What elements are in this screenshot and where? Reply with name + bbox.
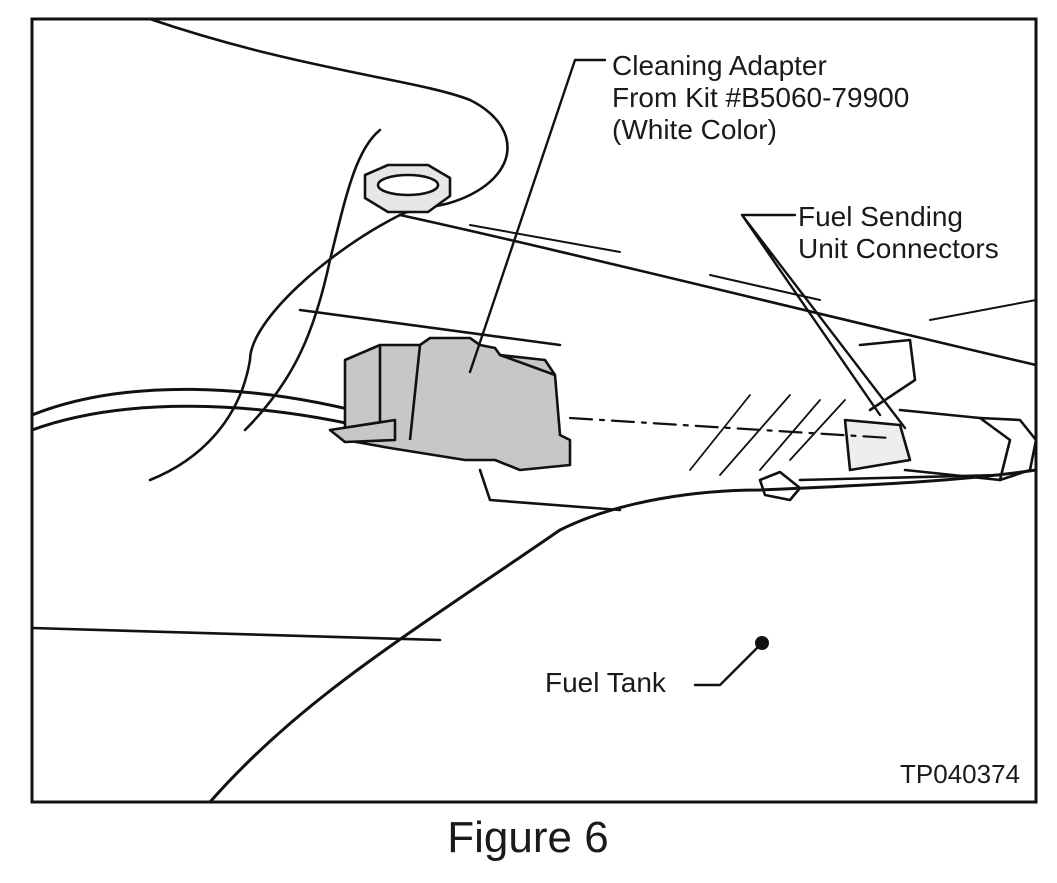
- adapter-label-line3: (White Color): [612, 114, 777, 145]
- tank-label: Fuel Tank: [545, 667, 667, 698]
- body-panel-outline: [148, 17, 509, 217]
- fuel-tank-outline: [208, 468, 1038, 804]
- tank-leader-dot: [755, 636, 769, 650]
- leader-lines: [468, 58, 907, 687]
- fuel-hose: [30, 387, 392, 422]
- figure-code: TP040374: [900, 759, 1020, 789]
- inner-contour: [243, 128, 382, 432]
- cleaning-adapter: [328, 336, 572, 472]
- body-panel-edge: [148, 213, 402, 482]
- panel-lower-line: [398, 213, 1038, 367]
- adapter-label-line2: From Kit #B5060-79900: [612, 82, 909, 113]
- adapter-leader: [468, 58, 607, 374]
- figure-caption: Figure 6: [447, 813, 608, 862]
- hex-nut: [363, 163, 452, 214]
- alignment-line: [568, 416, 892, 440]
- adapter-label-line1: Cleaning Adapter: [612, 50, 827, 81]
- connectors-label-line2: Unit Connectors: [798, 233, 999, 264]
- line-art: [30, 17, 1038, 804]
- connectors-leader: [740, 213, 907, 430]
- tank-leader: [693, 643, 762, 687]
- connectors-label-line1: Fuel Sending: [798, 201, 963, 232]
